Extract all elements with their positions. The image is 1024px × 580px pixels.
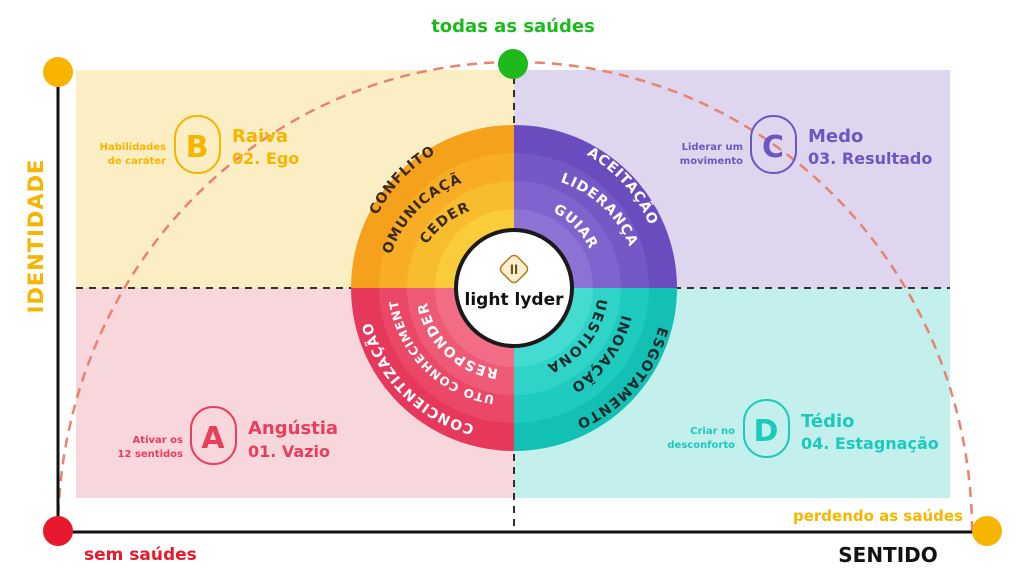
quadrant-c-badge [750,115,797,174]
quadrant-d-letter: D [754,414,779,449]
quadrant-d-badge [743,399,790,458]
quadrant-c-stage: 03. Resultado [808,149,932,168]
bottom-right-marker [972,516,1002,546]
quadrant-c-letter: C [762,130,784,165]
origin-marker [43,516,73,546]
quadrant-d-stage: 04. Estagnação [801,434,939,453]
top-left-marker [43,57,73,87]
quadrant-d-side-note-line2: desconforto [667,440,735,451]
quadrant-c-emotion: Medo [808,126,863,147]
y-axis-label: IDENTIDADE [24,159,48,314]
quadrant-a: Ativar os 12 sentidos A Angústia 01. Vaz… [118,406,338,465]
quadrant-a-letter: A [201,421,225,456]
quadrant-c: Liderar um movimento C Medo 03. Resultad… [680,115,932,174]
quadrant-b-emotion: Raiva [232,126,288,147]
bottom-right-label: perdendo as saúdes [793,507,963,525]
quadrant-b-side-note-line2: de caráter [108,155,166,167]
quadrant-d-side-note-line1: Criar no [690,426,735,437]
quadrant-a-stage: 01. Vazio [248,442,330,461]
center-disc [454,228,574,348]
quadrant-c-side-note-line2: movimento [680,156,743,167]
quadrant-a-side-note-line1: Ativar os [133,435,183,446]
quadrant-b-badge [174,115,221,174]
quadrant-a-side-note-line2: 12 sentidos [118,449,183,460]
light-lyder-logo-glyph: ll [510,263,518,277]
quadrant-b-stage: 02. Ego [232,149,299,168]
quadrant-b-side-note-line1: Habilidades [100,142,166,153]
quadrant-d-emotion: Tédio [801,411,855,432]
quadrant-b-letter: B [186,130,209,165]
quadrant-d: Criar no desconforto D Tédio 04. Estagna… [667,399,939,458]
x-axis-label: SENTIDO [838,543,938,567]
origin-label: sem saúdes [84,545,197,565]
light-lyder-logo-icon [499,254,529,284]
center-label: light lyder [465,290,565,310]
quadrant-a-emotion: Angústia [248,418,338,439]
top-center-marker [498,49,528,79]
quadrant-b: Habilidades de caráter B Raiva 02. Ego [100,115,299,174]
quadrant-c-side-note-line1: Liderar um [682,142,743,153]
top-label: todas as saúdes [431,16,595,37]
quadrant-a-badge [190,406,237,465]
